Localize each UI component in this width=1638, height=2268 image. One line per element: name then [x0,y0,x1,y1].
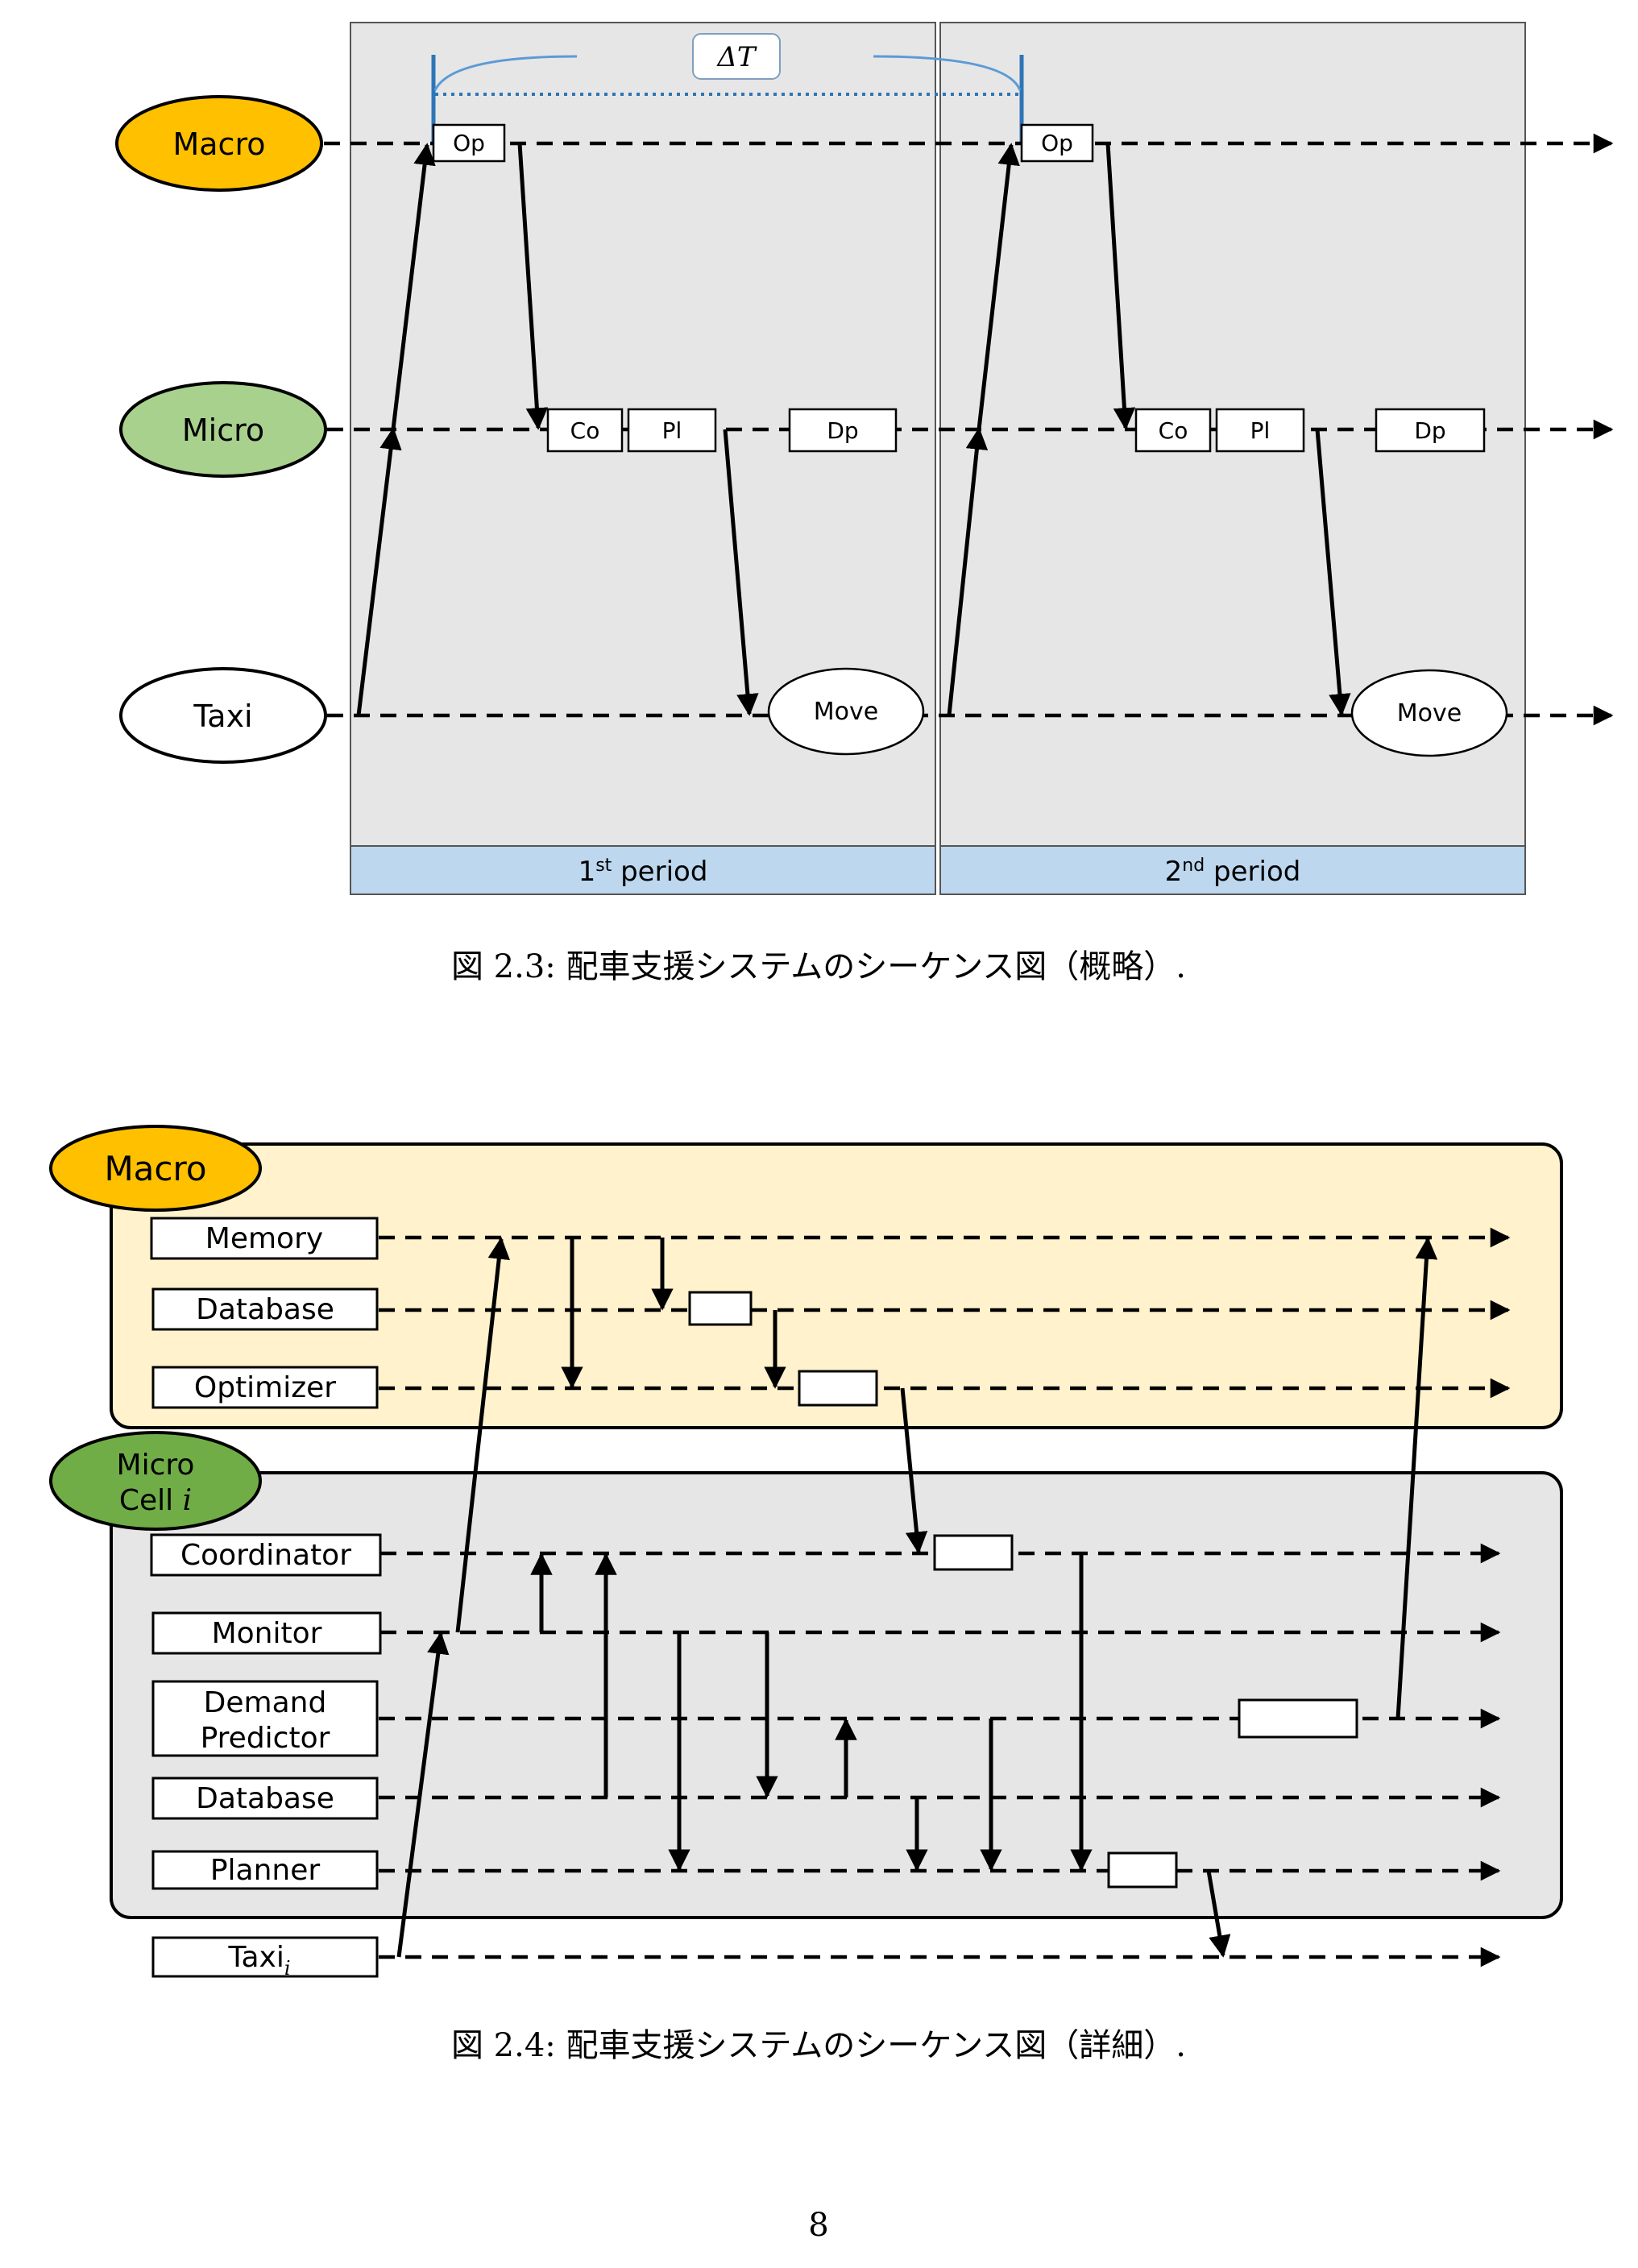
taxi-i-label: Taxii [227,1941,290,1980]
micro-database-box [151,1777,379,1820]
figure-2-3: 1st period 2nd period ΔT Macro Micro Tax… [115,22,1614,985]
taxi-to-monitor-arrow [396,1632,450,1958]
p1-micro-to-taxi-arrow [723,429,759,716]
p1-move-node [767,667,925,756]
p2-dp-box [1375,408,1486,453]
p1-taxi-to-micro-arrow [356,427,402,716]
p1-pl-box [627,408,717,453]
macro-group-label: Macro [104,1149,206,1188]
optimizer-label: Optimizer [194,1371,336,1404]
p1-op-box [432,123,506,163]
micro-cell-label-ellipse [49,1431,262,1531]
planner-box [151,1850,379,1890]
period-1-bar [350,845,936,895]
monitor-to-memory-arrow [455,1237,510,1633]
period-1-label: 1st period [578,856,708,888]
p1-dp-box [788,408,898,453]
delta-t-box [692,33,781,80]
p2-op-label: Op [1041,130,1073,156]
planner-to-taxi-arrow [1206,1870,1231,1958]
page-number: 8 [808,2207,828,2244]
demand-predictor-box [151,1680,379,1757]
macro-database-activation [688,1291,753,1326]
period-2-label: 2nd period [1165,856,1301,888]
micro-actor [119,381,327,478]
coordinator-activation [933,1534,1014,1571]
p1-co-box [546,408,624,453]
macro-group-label-ellipse [49,1125,262,1212]
demand-predictor-to-memory-arrow [1395,1237,1438,1719]
p2-pl-box [1215,408,1305,453]
p1-micro-to-macro-arrow [391,143,436,430]
planner-activation [1107,1851,1178,1889]
micro-cell-group-panel [110,1471,1563,1919]
coordinator-box [150,1533,382,1577]
monitor-box [151,1611,382,1655]
macro-group-panel [110,1142,1563,1429]
macro-database-label: Database [196,1293,334,1326]
p2-move-node [1350,669,1508,757]
p2-macro-to-micro-arrow [1105,143,1136,430]
optimizer-box [151,1366,379,1409]
figure-2-3-caption: 図 2.3: 配車支援システムのシーケンス図（概略）. [451,948,1186,985]
demand-predictor-label-line1: Demand [204,1686,327,1719]
p2-micro-to-macro-arrow [977,143,1020,430]
figure-2-4: Macro Micro Cell i Memory Database Optim… [49,1125,1563,2064]
period-2-bar [939,845,1526,895]
p1-dp-label: Dp [827,417,858,444]
p2-op-box [1020,123,1094,163]
memory-box [150,1217,379,1260]
macro-actor [115,95,323,192]
taxi-i-box [151,1936,379,1978]
optimizer-activation [798,1370,878,1407]
monitor-label: Monitor [212,1617,322,1650]
delta-t-label: ΔT [715,41,757,73]
micro-actor-label: Micro [182,413,264,448]
p2-micro-to-taxi-arrow [1315,429,1351,716]
p2-taxi-to-micro-arrow [947,427,989,716]
demand-predictor-label-line2: Predictor [201,1722,330,1755]
p1-pl-label: Pl [662,417,682,444]
p1-co-label: Co [570,417,600,444]
macro-database-box [151,1287,379,1331]
coordinator-label: Coordinator [180,1539,351,1572]
delta-t-bracket: ΔT [431,33,1024,145]
taxi-actor-label: Taxi [193,699,252,734]
p2-co-label: Co [1159,417,1188,444]
memory-label: Memory [205,1222,323,1255]
macro-actor-label: Macro [172,126,265,162]
p2-pl-label: Pl [1250,417,1271,444]
p1-macro-to-micro-arrow [517,143,549,430]
p1-op-label: Op [453,130,485,156]
micro-database-label: Database [196,1782,334,1815]
p1-move-label: Move [814,698,878,726]
planner-label: Planner [210,1854,321,1887]
micro-cell-label-line1: Micro [117,1449,195,1482]
p2-co-box [1134,408,1212,453]
figure-2-4-caption: 図 2.4: 配車支援システムのシーケンス図（詳細）. [451,2027,1186,2064]
taxi-actor [119,667,327,764]
optimizer-to-coordinator-arrow [900,1387,928,1554]
demand-predictor-activation [1238,1698,1358,1739]
micro-cell-label-line2: Cell i [119,1484,192,1517]
p2-move-label: Move [1397,699,1462,728]
p2-dp-label: Dp [1414,417,1445,444]
